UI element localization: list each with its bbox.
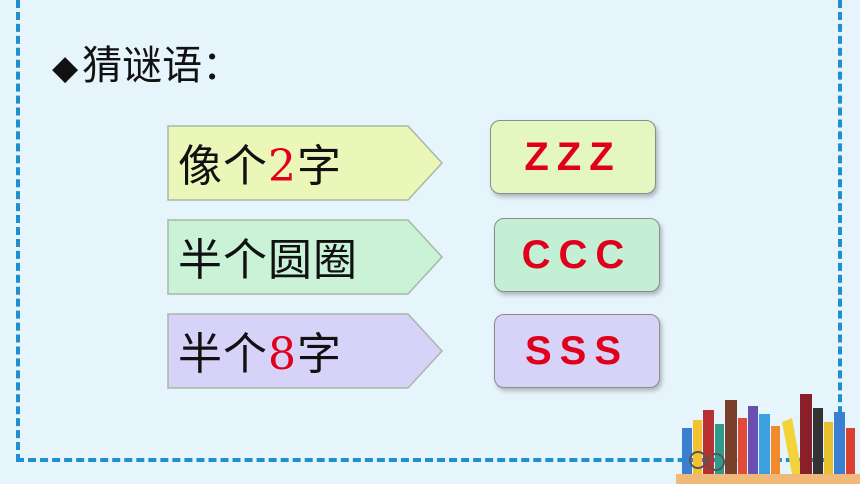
clue-card-2: 半个圆圈 bbox=[166, 218, 444, 295]
clue-number: 8 bbox=[268, 329, 297, 380]
clue-text-end: 字 bbox=[297, 329, 342, 380]
clue-text-end: 字 bbox=[297, 141, 342, 192]
answer-card-1[interactable]: ZZZ bbox=[490, 120, 656, 194]
title-text: 猜谜语： bbox=[82, 43, 243, 89]
clue-card-3: 半个8字 bbox=[166, 312, 444, 389]
dashed-frame bbox=[16, 0, 842, 462]
answer-card-3[interactable]: SSS bbox=[494, 314, 660, 388]
answer-card-2[interactable]: CCC bbox=[494, 218, 660, 292]
clue-text: 像个 bbox=[178, 141, 268, 192]
page-title: ◆猜谜语： bbox=[52, 42, 242, 92]
bookshelf-icon bbox=[676, 394, 860, 484]
clue-number: 2 bbox=[268, 141, 297, 192]
clue-text: 半个圆圈 bbox=[178, 235, 358, 286]
clue-text: 半个 bbox=[178, 329, 268, 380]
diamond-bullet-icon: ◆ bbox=[52, 48, 79, 88]
clue-card-1: 像个2字 bbox=[166, 124, 444, 201]
